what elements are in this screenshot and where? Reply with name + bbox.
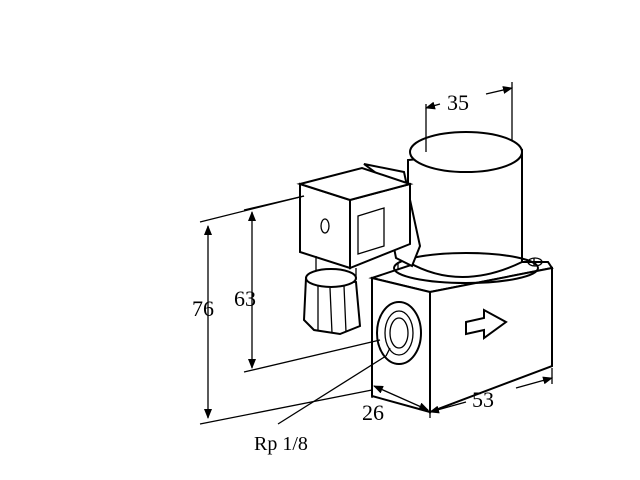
thread-label: Rp 1/8 — [254, 433, 308, 455]
cable-gland — [302, 268, 362, 336]
dimension-26: 26 — [362, 384, 429, 425]
flow-direction-arrow-icon — [465, 308, 508, 340]
valve-body — [368, 257, 554, 414]
solenoid-coil — [393, 131, 539, 284]
dimension-label-26: 26 — [362, 400, 384, 425]
inlet-port — [376, 301, 422, 365]
connector-label-window — [357, 207, 385, 255]
thread-callout: Rp 1/8 — [254, 347, 391, 455]
dimension-label-53: 53 — [472, 387, 494, 412]
dimension-label-35: 35 — [447, 90, 469, 115]
connector-plug — [296, 163, 422, 280]
dimension-35: 35 — [425, 82, 513, 152]
dimension-label-63: 63 — [234, 286, 256, 311]
dimension-label-76: 76 — [192, 296, 214, 321]
screw-icon — [527, 257, 543, 267]
dimension-63: 63 — [234, 195, 381, 373]
dimension-53: 53 — [429, 368, 553, 418]
